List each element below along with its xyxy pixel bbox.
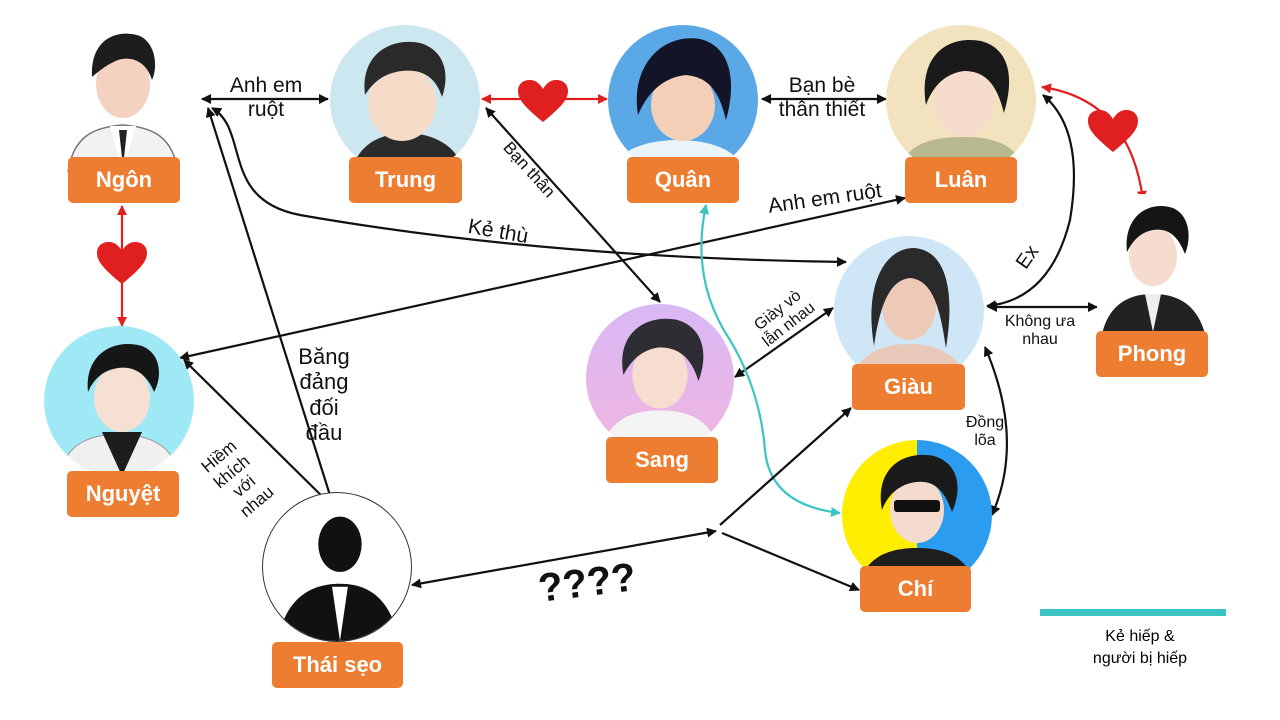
name-phong: Phong — [1096, 331, 1208, 377]
name-sang: Sang — [606, 437, 718, 483]
label-ngon-trung: Anh em ruột — [229, 74, 303, 122]
edge-hub-chi — [721, 531, 860, 592]
label-ngon-thai: Băng đảng đối đầu — [298, 344, 350, 445]
avatar-nguyet — [44, 326, 194, 476]
edge-quan-chi — [699, 204, 841, 517]
name-chi: Chí — [860, 566, 971, 612]
avatar-quan — [608, 25, 758, 175]
edge-luan-giau — [986, 94, 1076, 311]
heart-icon — [97, 242, 147, 284]
avatar-luan — [886, 25, 1036, 175]
edge-nguyet-thai — [183, 359, 335, 509]
name-ngon: Ngôn — [68, 157, 180, 203]
avatar-ngon — [48, 22, 198, 172]
name-giau: Giàu — [852, 364, 965, 410]
heart-icon — [1088, 110, 1138, 152]
label-giau-chi: Đồng lõa — [965, 414, 1005, 450]
edge-hub-giau — [719, 407, 852, 526]
avatar-sang — [586, 304, 734, 452]
heart-icon — [518, 80, 568, 122]
edge-thai-hub — [411, 527, 717, 589]
name-thai: Thái sẹo — [272, 642, 403, 688]
legend-bully-label: Kẻ hiếp & người bị hiếp — [1092, 628, 1188, 668]
name-nguyet: Nguyệt — [67, 471, 179, 517]
name-quan: Quân — [627, 157, 739, 203]
label-quan-luan: Bạn bè thân thiết — [778, 74, 866, 122]
avatar-phong — [1097, 194, 1209, 334]
edge-giau-chi — [983, 346, 1008, 516]
name-trung: Trung — [349, 157, 462, 203]
label-giau-phong: Không ưa nhau — [1004, 313, 1076, 349]
avatar-trung — [330, 25, 480, 175]
avatar-thai-silhouette — [262, 492, 412, 642]
name-luan: Luân — [905, 157, 1017, 203]
legend-bully-line — [1040, 609, 1226, 616]
